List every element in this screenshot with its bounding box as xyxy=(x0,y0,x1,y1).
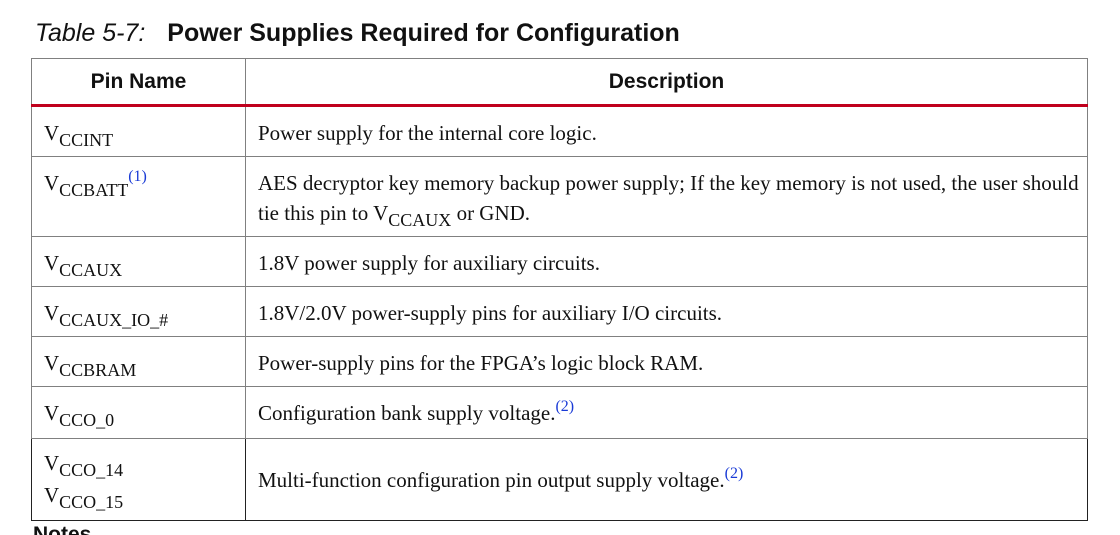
footnote-link[interactable]: (2) xyxy=(555,398,575,415)
pin-subscript: CCBATT xyxy=(59,180,129,200)
description-cell: 1.8V power supply for auxiliary circuits… xyxy=(245,236,1088,287)
pin-name-cell: VCCAUX_IO_# xyxy=(31,286,246,337)
pin-symbol: V xyxy=(44,483,60,507)
pin-symbol: V xyxy=(44,251,60,275)
header-description: Description xyxy=(245,58,1088,107)
description-cell: AES decryptor key memory backup power su… xyxy=(245,156,1088,237)
footnote-link[interactable]: (1) xyxy=(128,168,147,185)
table-title: Power Supplies Required for Configuratio… xyxy=(167,19,680,47)
description-cell: 1.8V/2.0V power-supply pins for auxiliar… xyxy=(245,286,1088,337)
table-row: VCCO_0 Configuration bank supply voltage… xyxy=(31,386,1088,439)
table-number: Table 5-7: xyxy=(35,19,146,47)
pin-subscript: CCO_15 xyxy=(59,492,124,512)
table-row: VCCBRAM Power-supply pins for the FPGA’s… xyxy=(31,336,1088,387)
pin-name-cell: VCCBRAM xyxy=(31,336,246,387)
pin-subscript: CCAUX xyxy=(59,260,123,280)
description-symbol: V xyxy=(373,201,389,225)
notes-heading: Notes xyxy=(33,523,92,535)
description-cell: Multi-function configuration pin output … xyxy=(245,438,1088,521)
pin-line: VCCO_15 xyxy=(44,480,237,512)
pin-name-cell: VCCO_14 VCCO_15 xyxy=(31,438,246,521)
table-row: VCCINT Power supply for the internal cor… xyxy=(31,105,1088,157)
pin-symbol: V xyxy=(44,451,60,475)
table-row: VCCBATT(1) AES decryptor key memory back… xyxy=(31,156,1088,237)
pin-symbol: V xyxy=(44,401,60,425)
table-header-row: Pin Name Description xyxy=(31,58,1088,107)
description-subscript: CCAUX xyxy=(388,210,452,230)
description-cell: Power-supply pins for the FPGA’s logic b… xyxy=(245,336,1088,387)
pin-name-cell: VCCINT xyxy=(31,105,246,157)
pin-subscript: CCAUX_IO_# xyxy=(59,310,169,330)
description-text-end: or GND. xyxy=(451,201,531,225)
pin-subscript: CCO_0 xyxy=(59,410,115,430)
pin-subscript: CCINT xyxy=(59,130,114,150)
description-cell: Configuration bank supply voltage.(2) xyxy=(245,386,1088,439)
pin-symbol: V xyxy=(44,121,60,145)
pin-name-cell: VCCO_0 xyxy=(31,386,246,439)
power-supplies-table: Pin Name Description VCCINT Power supply… xyxy=(31,58,1088,521)
pin-line: VCCO_14 xyxy=(44,448,237,480)
header-pin-name: Pin Name xyxy=(31,58,246,107)
description-text: Multi-function configuration pin output … xyxy=(258,468,725,492)
footnote-link[interactable]: (2) xyxy=(724,465,744,482)
pin-name-cell: VCCBATT(1) xyxy=(31,156,246,237)
pin-name-cell: VCCAUX xyxy=(31,236,246,287)
table-row: VCCAUX_IO_# 1.8V/2.0V power-supply pins … xyxy=(31,286,1088,337)
table-caption: Table 5-7: Power Supplies Required for Co… xyxy=(35,17,680,49)
pin-subscript: CCO_14 xyxy=(59,460,124,480)
pin-symbol: V xyxy=(44,351,60,375)
table-row: VCCAUX 1.8V power supply for auxiliary c… xyxy=(31,236,1088,287)
table-row: VCCO_14 VCCO_15 Multi-function configura… xyxy=(31,438,1088,521)
pin-subscript: CCBRAM xyxy=(59,360,137,380)
pin-symbol: V xyxy=(44,301,60,325)
description-text: Configuration bank supply voltage. xyxy=(258,401,556,425)
pin-symbol: V xyxy=(44,171,60,195)
description-cell: Power supply for the internal core logic… xyxy=(245,105,1088,157)
description-text: AES decryptor key memory backup power su… xyxy=(258,171,1079,225)
